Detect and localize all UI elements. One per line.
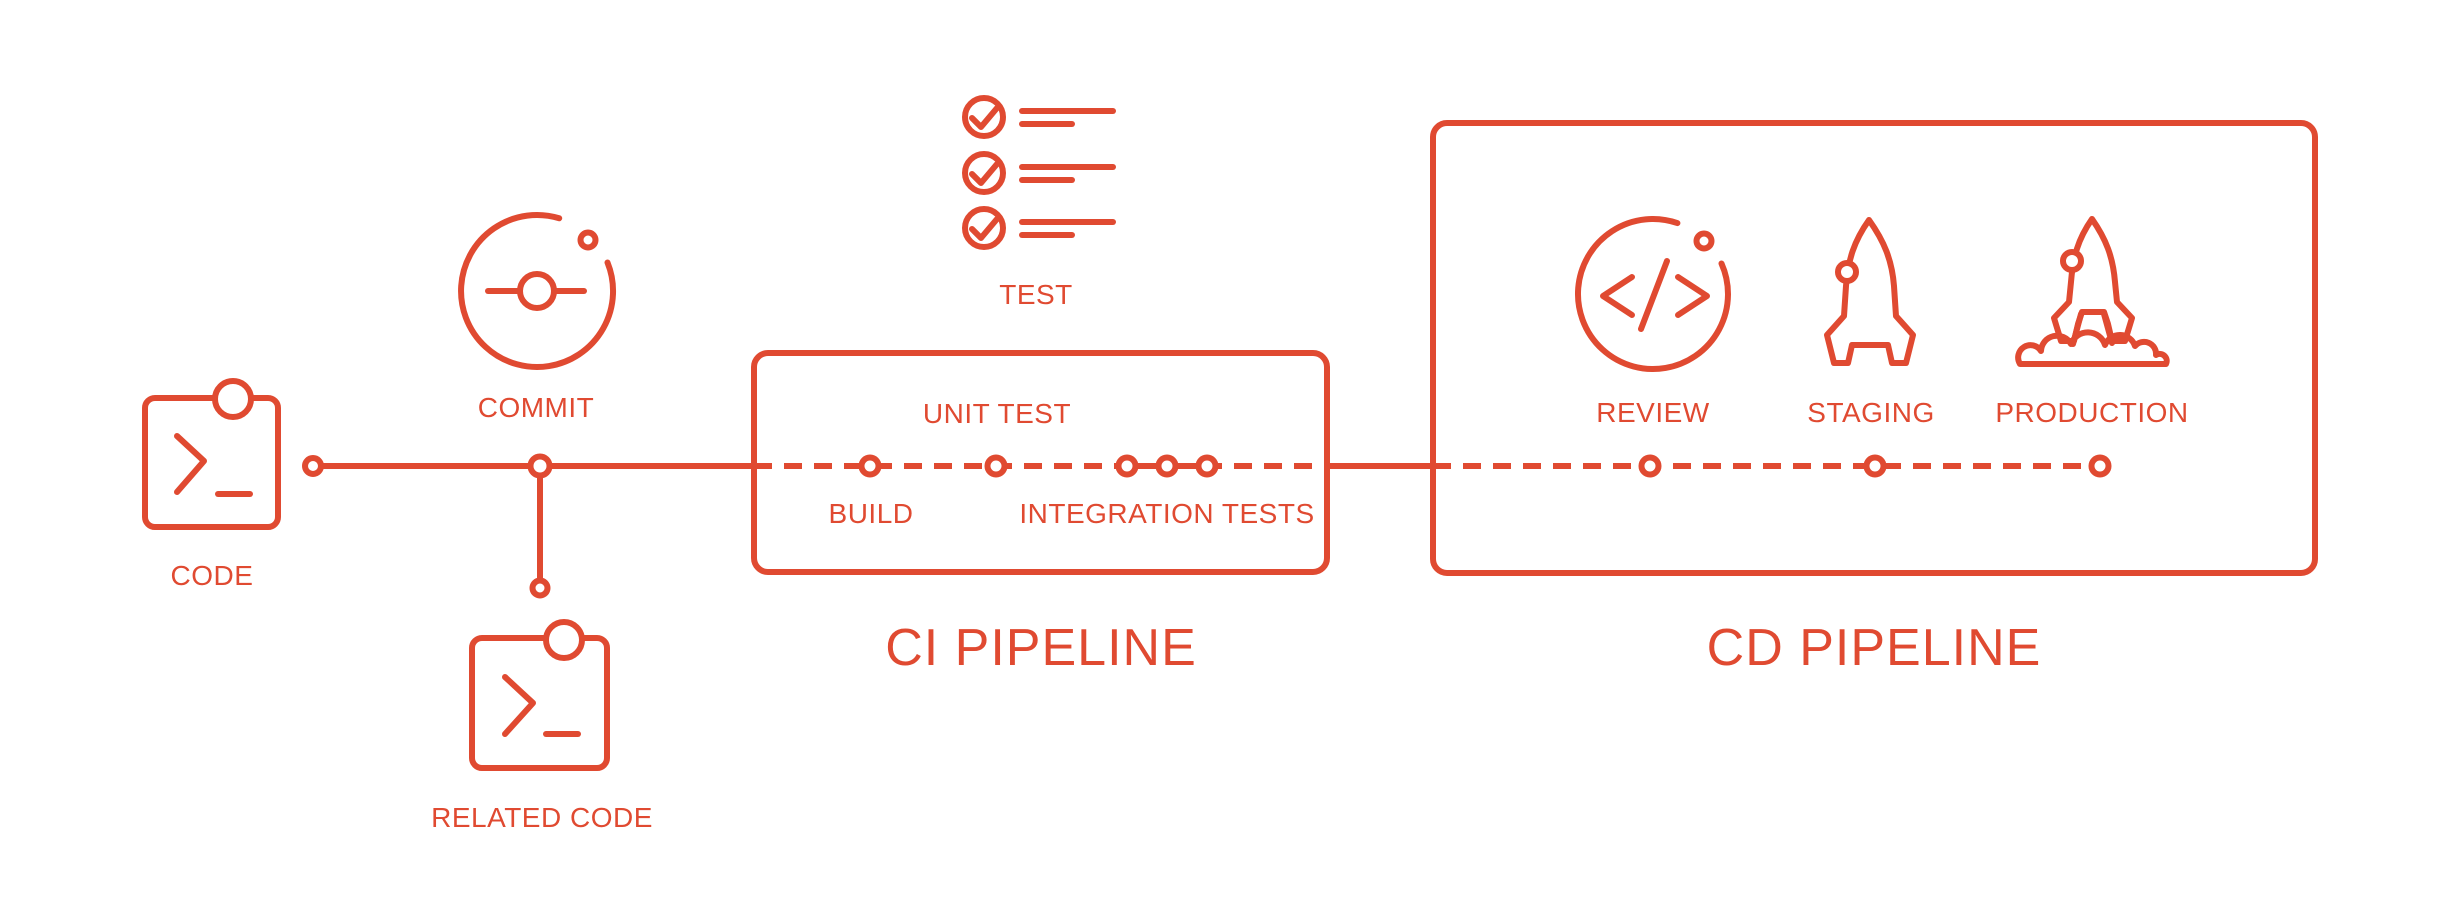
branch-end-node	[529, 577, 551, 599]
label-commit: COMMIT	[477, 392, 595, 423]
branch-connector	[529, 463, 551, 599]
unit-test-node	[984, 454, 1008, 478]
ci-pipeline-box	[751, 350, 1330, 575]
review-node	[1638, 454, 1662, 478]
cd-pipeline-title: CD PIPELINE	[1706, 619, 2042, 677]
label-staging: STAGING	[1807, 397, 1935, 428]
label-related-code: RELATED CODE	[431, 802, 653, 833]
start-node	[302, 455, 324, 477]
integration-node-3	[1195, 454, 1219, 478]
staging-rocket-icon	[1824, 217, 1916, 366]
commit-icon	[458, 212, 617, 370]
build-node	[858, 454, 882, 478]
label-code: CODE	[170, 560, 254, 591]
label-production: PRODUCTION	[1995, 397, 2189, 428]
cd-pipeline-box	[1430, 120, 2318, 576]
checklist-row-3	[962, 206, 1116, 250]
production-rocket-launch-icon	[2015, 216, 2170, 367]
integration-node-1	[1115, 454, 1139, 478]
ci-pipeline-title: CI PIPELINE	[885, 619, 1197, 677]
checklist-row-2	[962, 151, 1116, 195]
label-integration-tests: INTEGRATION TESTS	[1019, 498, 1315, 529]
test-checklist-icon	[962, 95, 1116, 250]
label-build: BUILD	[828, 498, 914, 529]
production-node	[2088, 454, 2112, 478]
label-test: TEST	[999, 279, 1073, 310]
commit-node	[527, 453, 553, 479]
label-unit-test: UNIT TEST	[922, 398, 1072, 429]
checklist-row-1	[962, 95, 1116, 139]
staging-node	[1863, 454, 1887, 478]
smoke-cloud	[2015, 329, 2170, 367]
label-review: REVIEW	[1596, 397, 1710, 428]
integration-node-2	[1155, 454, 1179, 478]
related-code-terminal-icon	[469, 619, 610, 771]
code-terminal-icon	[142, 378, 281, 530]
code-review-icon	[1574, 216, 1731, 372]
